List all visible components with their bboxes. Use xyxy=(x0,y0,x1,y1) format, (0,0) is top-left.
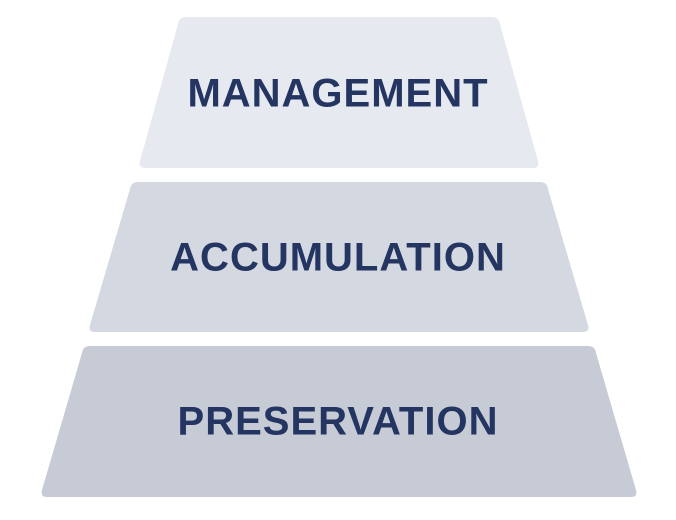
tier-management-label: MANAGEMENT xyxy=(187,72,488,116)
tier-preservation-shape xyxy=(41,346,637,497)
tier-preservation-label: PRESERVATION xyxy=(178,400,499,444)
tier-management: MANAGEMENT xyxy=(139,17,539,168)
tier-preservation: PRESERVATION xyxy=(41,346,637,497)
tier-accumulation-shape xyxy=(89,182,589,332)
tier-accumulation: ACCUMULATION xyxy=(89,182,589,332)
tier-management-shape xyxy=(139,17,539,168)
tier-accumulation-label: ACCUMULATION xyxy=(170,236,506,280)
